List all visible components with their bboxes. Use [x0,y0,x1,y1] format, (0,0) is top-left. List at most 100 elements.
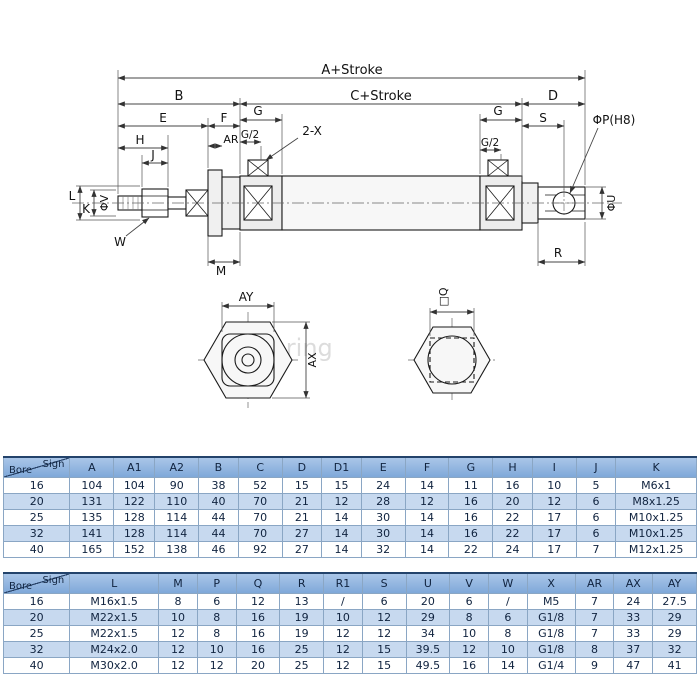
value-cell: 14 [404,541,450,558]
value-cell: M6x1 [615,477,697,494]
value-cell: 17 [531,509,577,526]
column-header: R1 [323,572,363,594]
front-mid-circle [234,346,262,374]
label-d: D [548,89,558,104]
label-g-right: G [493,104,502,118]
value-cell: 14 [487,657,528,674]
value-cell: 122 [113,493,156,510]
label-l: L [69,189,76,203]
bore-cell: 25 [2,509,71,526]
value-cell: 27 [281,541,323,558]
value-cell: 25 [279,657,325,674]
sign-label: Sign [42,575,65,586]
column-header: U [405,572,451,594]
column-header: D1 [321,456,362,478]
value-cell: 10 [531,477,577,494]
value-cell: 20 [405,593,451,610]
value-cell: 8 [574,641,615,658]
value-cell: 14 [404,477,450,494]
label-e: E [159,111,167,125]
value-cell: 7 [574,593,615,610]
value-cell: 114 [154,525,200,542]
value-cell: 114 [154,509,200,526]
rear-outer-circle [427,335,477,385]
value-cell: 21 [281,509,323,526]
value-cell: 6 [575,493,617,510]
value-cell: 70 [237,493,283,510]
value-cell: 52 [237,477,283,494]
value-cell: 29 [405,609,451,626]
value-cell: 152 [113,541,156,558]
value-cell: 46 [198,541,239,558]
label-ax: AX [306,352,319,368]
column-header: E [360,456,406,478]
value-cell: M16x1.5 [69,593,160,610]
technical-drawing: nobearing [69,63,635,408]
column-header: V [449,572,489,594]
rear-end-view [408,318,496,402]
value-cell: 15 [361,641,407,658]
value-cell: 22 [492,525,533,542]
value-cell: M8x1.25 [615,493,697,510]
value-cell: 12 [321,493,362,510]
front-port-cross [247,159,269,177]
label-ar: AR [223,133,239,146]
value-cell: 9 [574,657,615,674]
column-header: P [196,572,237,594]
value-cell: 15 [281,477,323,494]
rod-nut-facets [142,195,168,211]
value-cell: 12 [361,609,407,626]
value-cell: 16 [449,657,489,674]
value-cell: 8 [196,609,237,626]
value-cell: 30 [360,509,406,526]
value-cell: 32 [360,541,406,558]
value-cell: 8 [487,625,528,642]
bore-cell: 16 [2,477,71,494]
column-header: A [69,456,115,478]
value-cell: G1/8 [526,641,576,658]
value-cell: 10 [196,641,237,658]
value-cell: 16 [492,477,533,494]
value-cell: 110 [154,493,200,510]
value-cell: 13 [279,593,325,610]
label-k: K [82,202,91,216]
value-cell: 14 [321,509,362,526]
value-cell: 33 [613,625,654,642]
value-cell: 16 [448,493,494,510]
front-rod-circle [241,353,255,367]
value-cell: 14 [321,541,362,558]
bore-cell: 20 [2,493,71,510]
value-cell: 12 [235,593,281,610]
value-cell: 7 [575,541,617,558]
value-cell: 128 [113,509,156,526]
value-cell: 29 [652,625,697,642]
label-g-left: G [253,104,262,118]
value-cell: G1/8 [526,625,576,642]
value-cell: M30x2.0 [69,657,160,674]
column-header: H [492,456,533,478]
value-cell: 12 [449,641,489,658]
value-cell: 20 [235,657,281,674]
column-header: S [361,572,407,594]
label-g2-left: G/2 [241,129,259,141]
label-sq-q: □Q [437,287,450,306]
value-cell: 12 [404,493,450,510]
value-cell: 16 [235,625,281,642]
value-cell: 24 [492,541,533,558]
label-j: J [150,148,155,162]
value-cell: 135 [69,509,115,526]
value-cell: 12 [531,493,577,510]
value-cell: 25 [279,641,325,658]
value-cell: 22 [492,509,533,526]
column-header: K [615,456,697,478]
column-header: AR [574,572,615,594]
front-outer-circle [221,333,275,387]
